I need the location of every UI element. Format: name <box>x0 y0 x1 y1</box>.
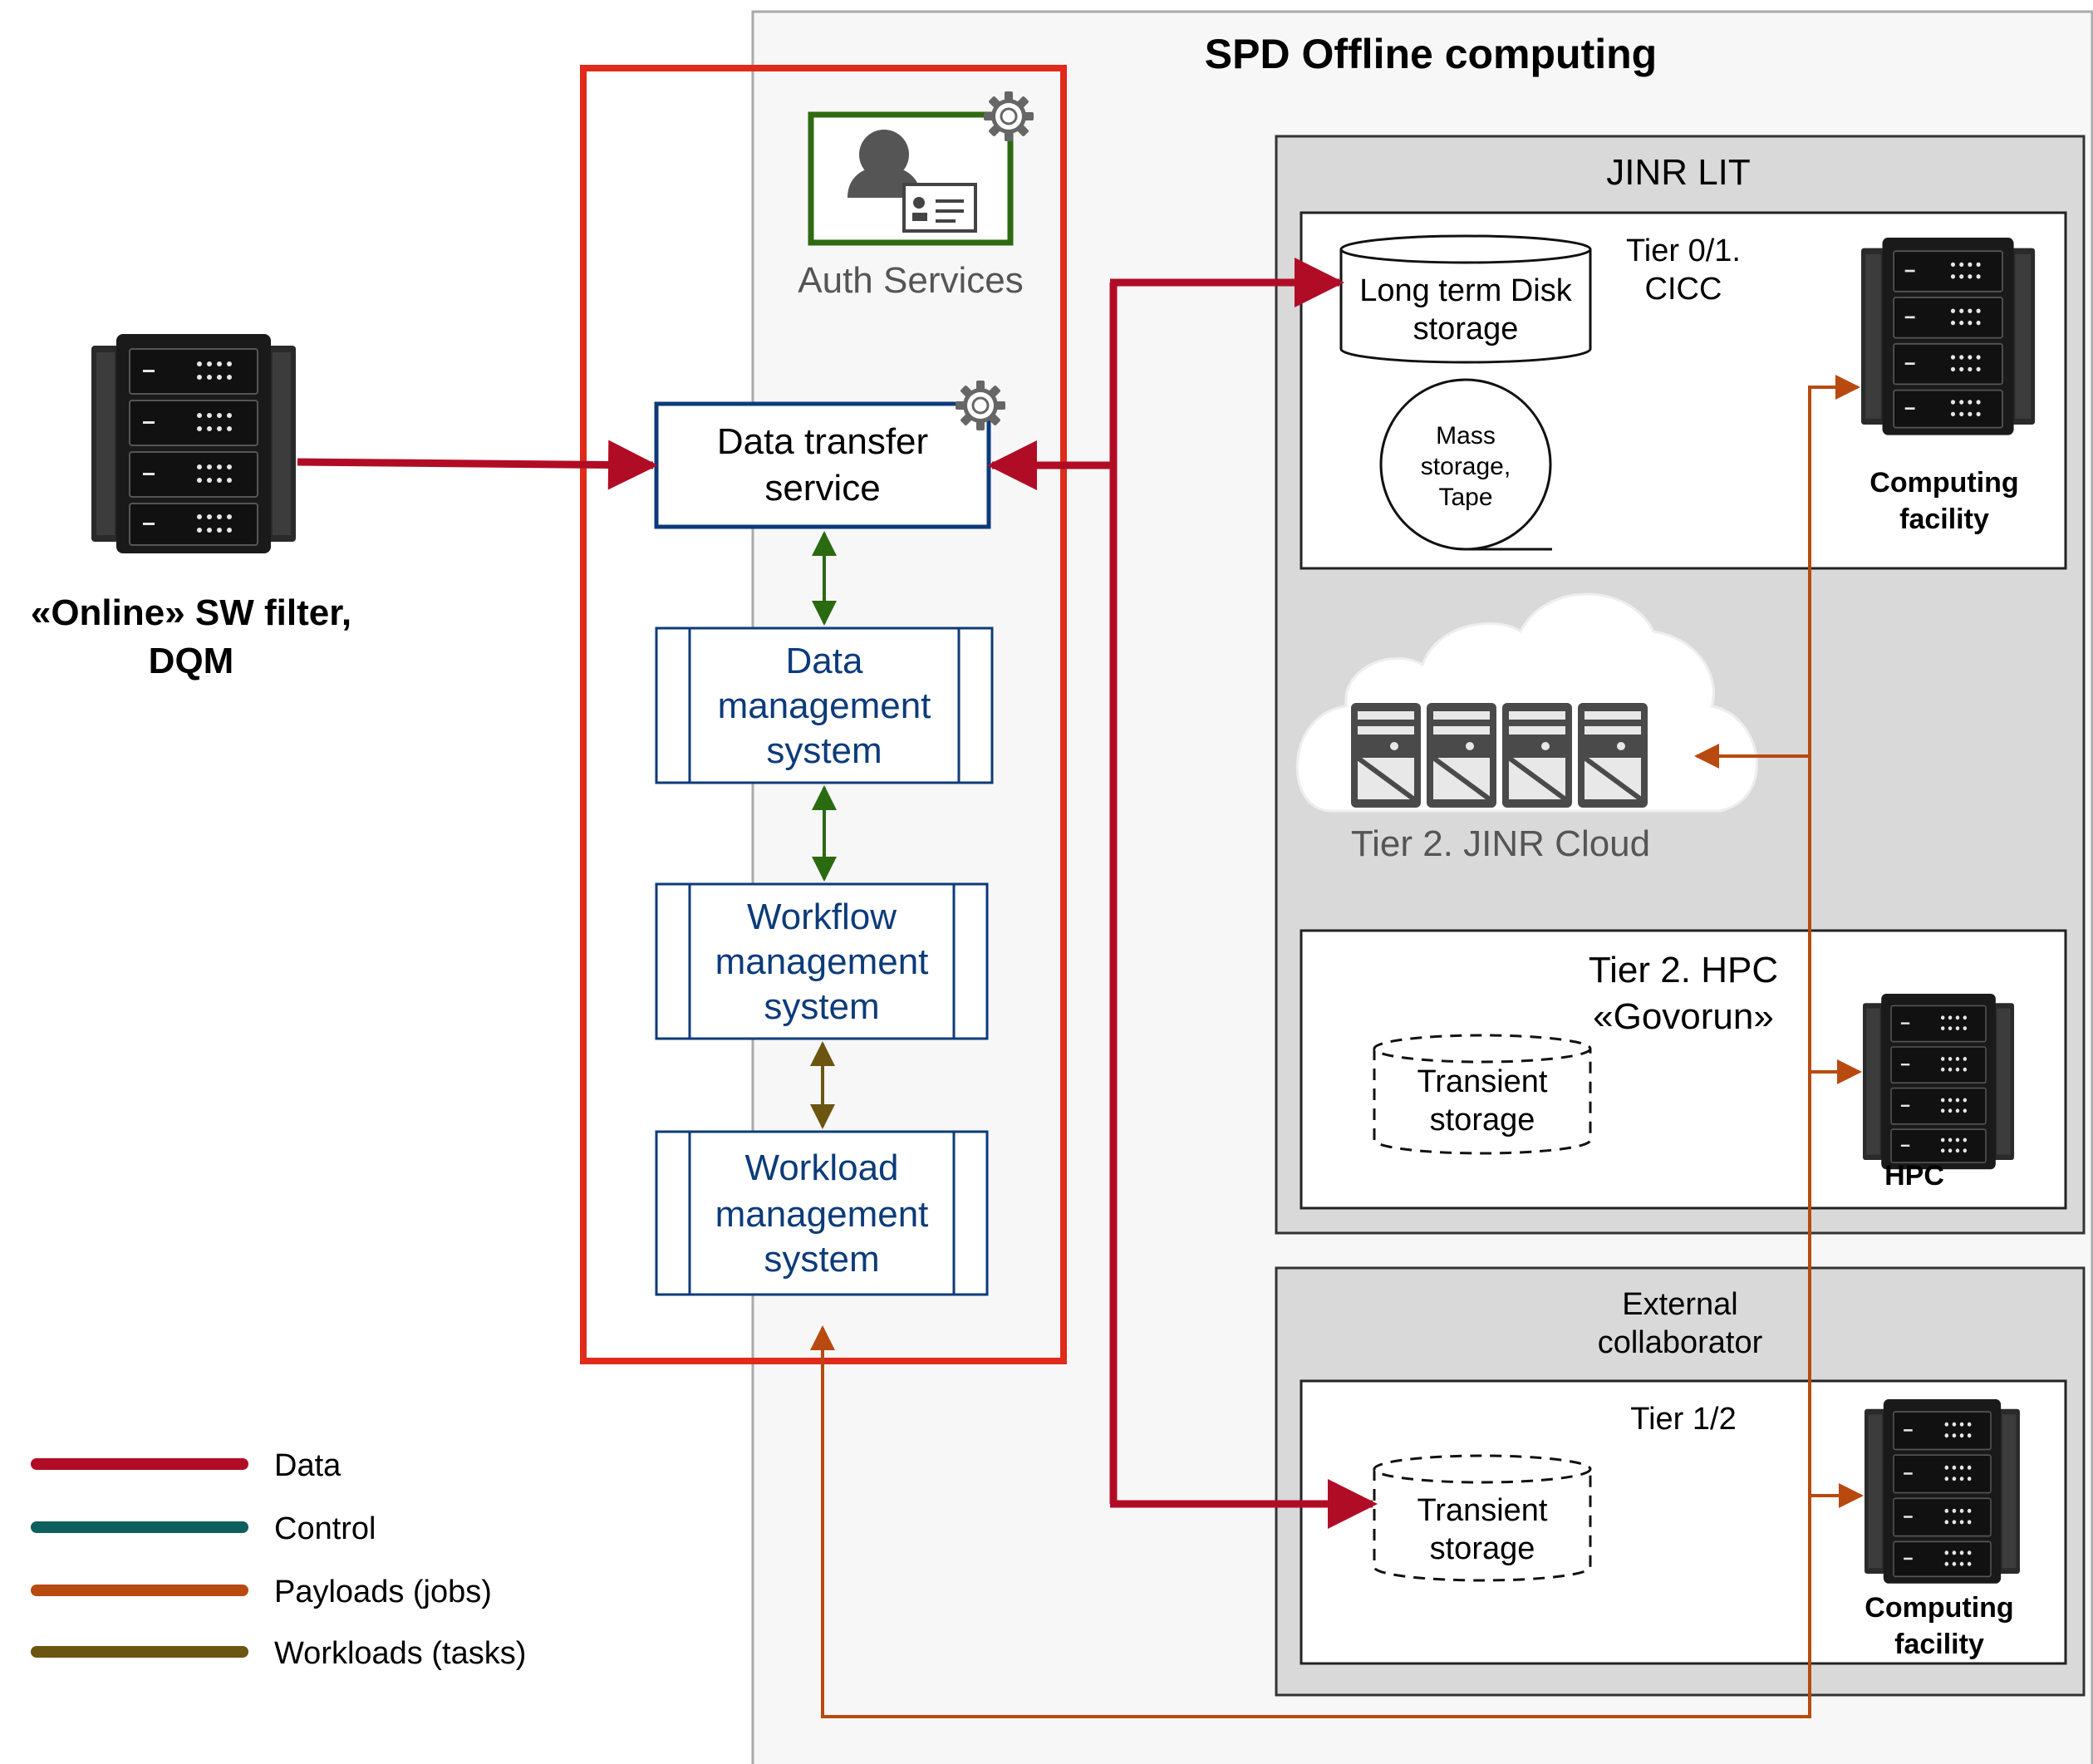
tier01-label-2: CICC <box>1645 272 1722 307</box>
gear-icon <box>982 90 1035 143</box>
tier12-label: Tier 1/2 <box>1630 1402 1736 1437</box>
offline-title: SPD Offline computing <box>1205 31 1657 77</box>
external-computing-label-1: Computing <box>1865 1592 2013 1624</box>
legend-label: Data <box>274 1448 341 1483</box>
workload-management-label-1: Workload <box>744 1147 898 1188</box>
tier01-label-1: Tier 0/1. <box>1626 233 1741 268</box>
auth-services-icon <box>808 111 1014 246</box>
hpc-label-2: «Govorun» <box>1593 996 1774 1037</box>
jinr-lit-title: JINR LIT <box>1606 152 1751 193</box>
external-title-1: External <box>1622 1287 1737 1322</box>
hpc-storage-label-2: storage <box>1430 1103 1535 1138</box>
data-management-label-1: Data <box>786 641 863 681</box>
cloud-server-icon <box>1427 703 1496 808</box>
gear-icon <box>954 379 1007 432</box>
mass-label-1: Mass <box>1436 422 1496 450</box>
data-management-label-3: system <box>766 730 882 771</box>
workload-management-label-2: management <box>715 1194 929 1235</box>
auth-services-label: Auth Services <box>798 260 1023 301</box>
workflow-management-label-1: Workflow <box>747 897 897 937</box>
legend: Data Control Payloads (jobs) Workloads (… <box>31 1448 526 1671</box>
hpc-server-label: HPC <box>1884 1160 1944 1192</box>
data-management-system <box>655 626 994 784</box>
cloud-server-icon <box>1578 703 1648 808</box>
workflow-management-system <box>655 882 989 1040</box>
mass-label-3: Tape <box>1438 484 1492 511</box>
workload-management-label-3: system <box>764 1239 879 1280</box>
data-transfer-service <box>654 401 991 529</box>
workload-management-system <box>655 1130 989 1296</box>
cloud-label: Tier 2. JINR Cloud <box>1351 823 1650 864</box>
long-term-disk-icon <box>1339 234 1592 364</box>
online-label-2: DQM <box>149 641 234 681</box>
mass-label-2: storage, <box>1421 453 1511 480</box>
cloud-icon <box>1295 592 1758 813</box>
online-label-1: «Online» SW filter, <box>31 592 351 633</box>
cloud-server-icon <box>1502 703 1572 808</box>
server-icon <box>1860 237 2036 436</box>
workflow-management-label-3: system <box>764 986 879 1027</box>
workflow-management-label-2: management <box>715 941 929 982</box>
data-transfer-label-2: service <box>764 468 880 509</box>
hpc-storage-label-1: Transient <box>1417 1064 1548 1099</box>
data-transfer-label-1: Data transfer <box>717 421 928 462</box>
disk-label-1: Long term Disk <box>1359 273 1573 308</box>
online-server-icon <box>91 333 297 554</box>
computing-label-1: Computing <box>1869 467 2018 499</box>
payload-line <box>810 387 1811 1718</box>
external-storage-label-2: storage <box>1430 1531 1535 1566</box>
server-icon <box>1864 1398 2021 1585</box>
external-storage-label-1: Transient <box>1417 1493 1548 1528</box>
data-arrow-online <box>297 440 658 490</box>
server-icon <box>1862 993 2015 1170</box>
legend-label: Workloads (tasks) <box>274 1636 526 1671</box>
external-transient-storage-icon <box>1373 1454 1592 1582</box>
legend-label: Control <box>274 1511 376 1546</box>
computing-label-2: facility <box>1899 504 1989 535</box>
hpc-label-1: Tier 2. HPC <box>1589 950 1778 990</box>
legend-label: Payloads (jobs) <box>274 1575 492 1609</box>
disk-label-2: storage <box>1413 312 1519 346</box>
tape-icon <box>1379 378 1552 551</box>
cloud-server-icon <box>1351 703 1421 808</box>
data-management-label-2: management <box>718 685 931 726</box>
external-title-2: collaborator <box>1598 1325 1763 1360</box>
hpc-transient-storage-icon <box>1373 1034 1592 1155</box>
external-computing-label-2: facility <box>1894 1629 1984 1660</box>
